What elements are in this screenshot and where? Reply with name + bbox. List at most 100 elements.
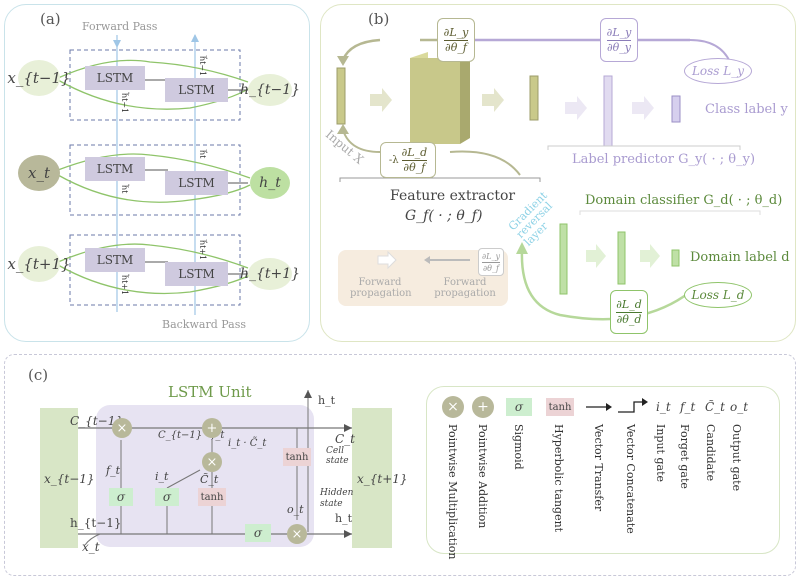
grad-ly-thy-den: ∂θ_y	[606, 40, 632, 54]
input-node-next: x_{t+1}	[7, 246, 71, 282]
lstm-forward-1: LSTM	[85, 66, 145, 90]
grad-ld-thd-box: ∂L_d∂θ_d	[610, 290, 648, 334]
legend-grad-den: ∂θ_f	[483, 263, 499, 273]
legend-add-label: Pointwise Addition	[476, 424, 489, 529]
feature-extractor-label: Feature extractor	[390, 188, 516, 204]
legend-grad-box: ∂L_y ∂θ_f	[478, 248, 504, 276]
output-node-current: h_t	[250, 167, 290, 199]
grad-ld-thd-den: ∂θ_d	[616, 312, 642, 326]
it-label: i_t	[155, 470, 169, 483]
legend-tanh-symbol: tanh	[546, 398, 574, 416]
class-label-label: Class label y	[705, 102, 788, 117]
legend-mult-symbol: ×	[442, 396, 464, 418]
legend-mult-label: Pointwise Multiplication	[446, 424, 459, 560]
ht-top-label: h_t	[318, 394, 336, 407]
legend-grad-num: ∂L_y	[482, 251, 500, 261]
panel-a-tag: (a)	[40, 10, 61, 28]
c-ft-label: C_{t−1} · f_t	[158, 430, 225, 441]
legend-output-gate-symbol: o_t	[730, 400, 749, 414]
grad-ly-thy-num: ∂L_y	[606, 25, 632, 39]
grad-ly-thf-box: ∂L_y∂θ_f	[437, 18, 475, 62]
input-next-label: x_{t+1}	[7, 255, 71, 273]
c-prev-label: C_{t−1}	[70, 414, 123, 428]
it-ct-label: i_t · C̃_t	[228, 438, 267, 449]
output-sigmoid: σ	[245, 524, 271, 542]
output-next-label: h_{t+1}	[239, 266, 301, 282]
grad-ld-thf-box: -λ ∂L_d∂θ_f	[380, 142, 436, 178]
feature-extractor-fn: G_f( · ; θ_f)	[405, 208, 483, 224]
hidden-label-2: h⃖t−1	[120, 93, 129, 114]
input-mult-node: ×	[202, 452, 222, 472]
input-current-label: x_t	[28, 164, 50, 182]
output-mult-node: ×	[287, 524, 307, 544]
hidden-label-3: h⃗t	[198, 150, 207, 159]
legend-forward-label: Forward propagation	[350, 277, 412, 299]
cell-state-label: Cell state	[326, 446, 349, 466]
input-node-prev: x_{t−1}	[7, 60, 71, 96]
domain-classifier-label: Domain classifier G_d( · ; θ_d)	[585, 193, 783, 208]
h-prev-label: h_{t−1}	[70, 516, 122, 530]
ct-tilde-label: C̃_t	[200, 473, 219, 486]
input-sigmoid: σ	[155, 488, 179, 506]
legend-sigmoid-label: Sigmoid	[512, 424, 525, 470]
ct-label: C_t	[335, 432, 356, 446]
hidden-label-4: h⃖t	[120, 185, 129, 194]
legend-input-gate-symbol: i_t	[656, 400, 671, 414]
output-node-prev: h_{t−1}	[240, 74, 300, 106]
x-prev-label: x_{t−1}	[44, 472, 95, 486]
legend-transfer-label: Vector Transfer	[592, 424, 605, 512]
grad-ly-thf-num: ∂L_y	[443, 25, 469, 39]
loss-d-label: Loss L_d	[691, 288, 745, 302]
lstm-unit-title: LSTM Unit	[168, 383, 252, 401]
backward-pass-label: Backward Pass	[162, 318, 246, 331]
lstm-backward-1: LSTM	[165, 78, 228, 102]
grad-ld-thf-den: ∂θ_f	[403, 160, 426, 174]
forward-pass-label: Forward Pass	[82, 20, 158, 33]
lstm-backward-2: LSTM	[165, 171, 228, 195]
grad-ly-thy-box: ∂L_y∂θ_y	[600, 18, 638, 62]
legend-box	[426, 386, 780, 554]
legend-input-gate-label: Input gate	[654, 424, 667, 483]
ht-out-label: h_t	[335, 512, 353, 525]
hidden-state-label: Hidden state	[320, 488, 354, 509]
panel-a	[4, 4, 310, 342]
hidden-label-5: h⃗t+1	[198, 240, 207, 261]
label-predictor-label: Label predictor G_y( · ; θ_y)	[572, 152, 756, 167]
x-next-label: x_{t+1}	[357, 472, 408, 486]
legend-concat-label: Vector Concatenate	[624, 424, 637, 534]
legend-backward-label: Forward propagation	[434, 277, 496, 299]
forget-sigmoid: σ	[109, 488, 133, 506]
candidate-tanh: tanh	[198, 488, 226, 506]
forget-mult-node: ×	[112, 418, 132, 438]
loss-d-node: Loss L_d	[684, 282, 752, 308]
cell-tanh: tanh	[283, 448, 311, 466]
legend-sigmoid-symbol: σ	[506, 398, 532, 416]
legend-forget-gate-label: Forget gate	[678, 424, 691, 489]
output-node-next: h_{t+1}	[240, 258, 300, 290]
panel-b-tag: (b)	[368, 10, 390, 28]
lstm-forward-3: LSTM	[85, 248, 145, 272]
grad-ld-thd-num: ∂L_d	[616, 297, 642, 311]
legend-add-symbol: +	[472, 396, 494, 418]
panel-b	[320, 4, 796, 342]
legend-output-gate-label: Output gate	[730, 424, 743, 492]
panel-c-tag: (c)	[28, 366, 49, 384]
input-prev-label: x_{t−1}	[7, 69, 71, 87]
panel-c	[4, 354, 796, 576]
legend-candidate-symbol: C̃_t	[705, 400, 726, 414]
hidden-label-6: h⃖t+1	[120, 275, 129, 296]
x-t-label: x_t	[82, 540, 100, 554]
legend-tanh-label: Hyperbolic tangent	[552, 424, 565, 533]
legend-forget-gate-symbol: f_t	[680, 400, 696, 414]
output-prev-label: h_{t−1}	[239, 82, 301, 98]
lstm-forward-2: LSTM	[85, 157, 145, 181]
grad-ly-thf-den: ∂θ_f	[445, 40, 467, 54]
input-node-current: x_t	[18, 155, 60, 191]
lstm-backward-3: LSTM	[165, 262, 228, 286]
ot-label: o_t	[287, 503, 304, 516]
x-prev-block	[40, 408, 78, 548]
loss-y-node: Loss L_y	[684, 58, 752, 84]
output-current-label: h_t	[259, 175, 281, 191]
